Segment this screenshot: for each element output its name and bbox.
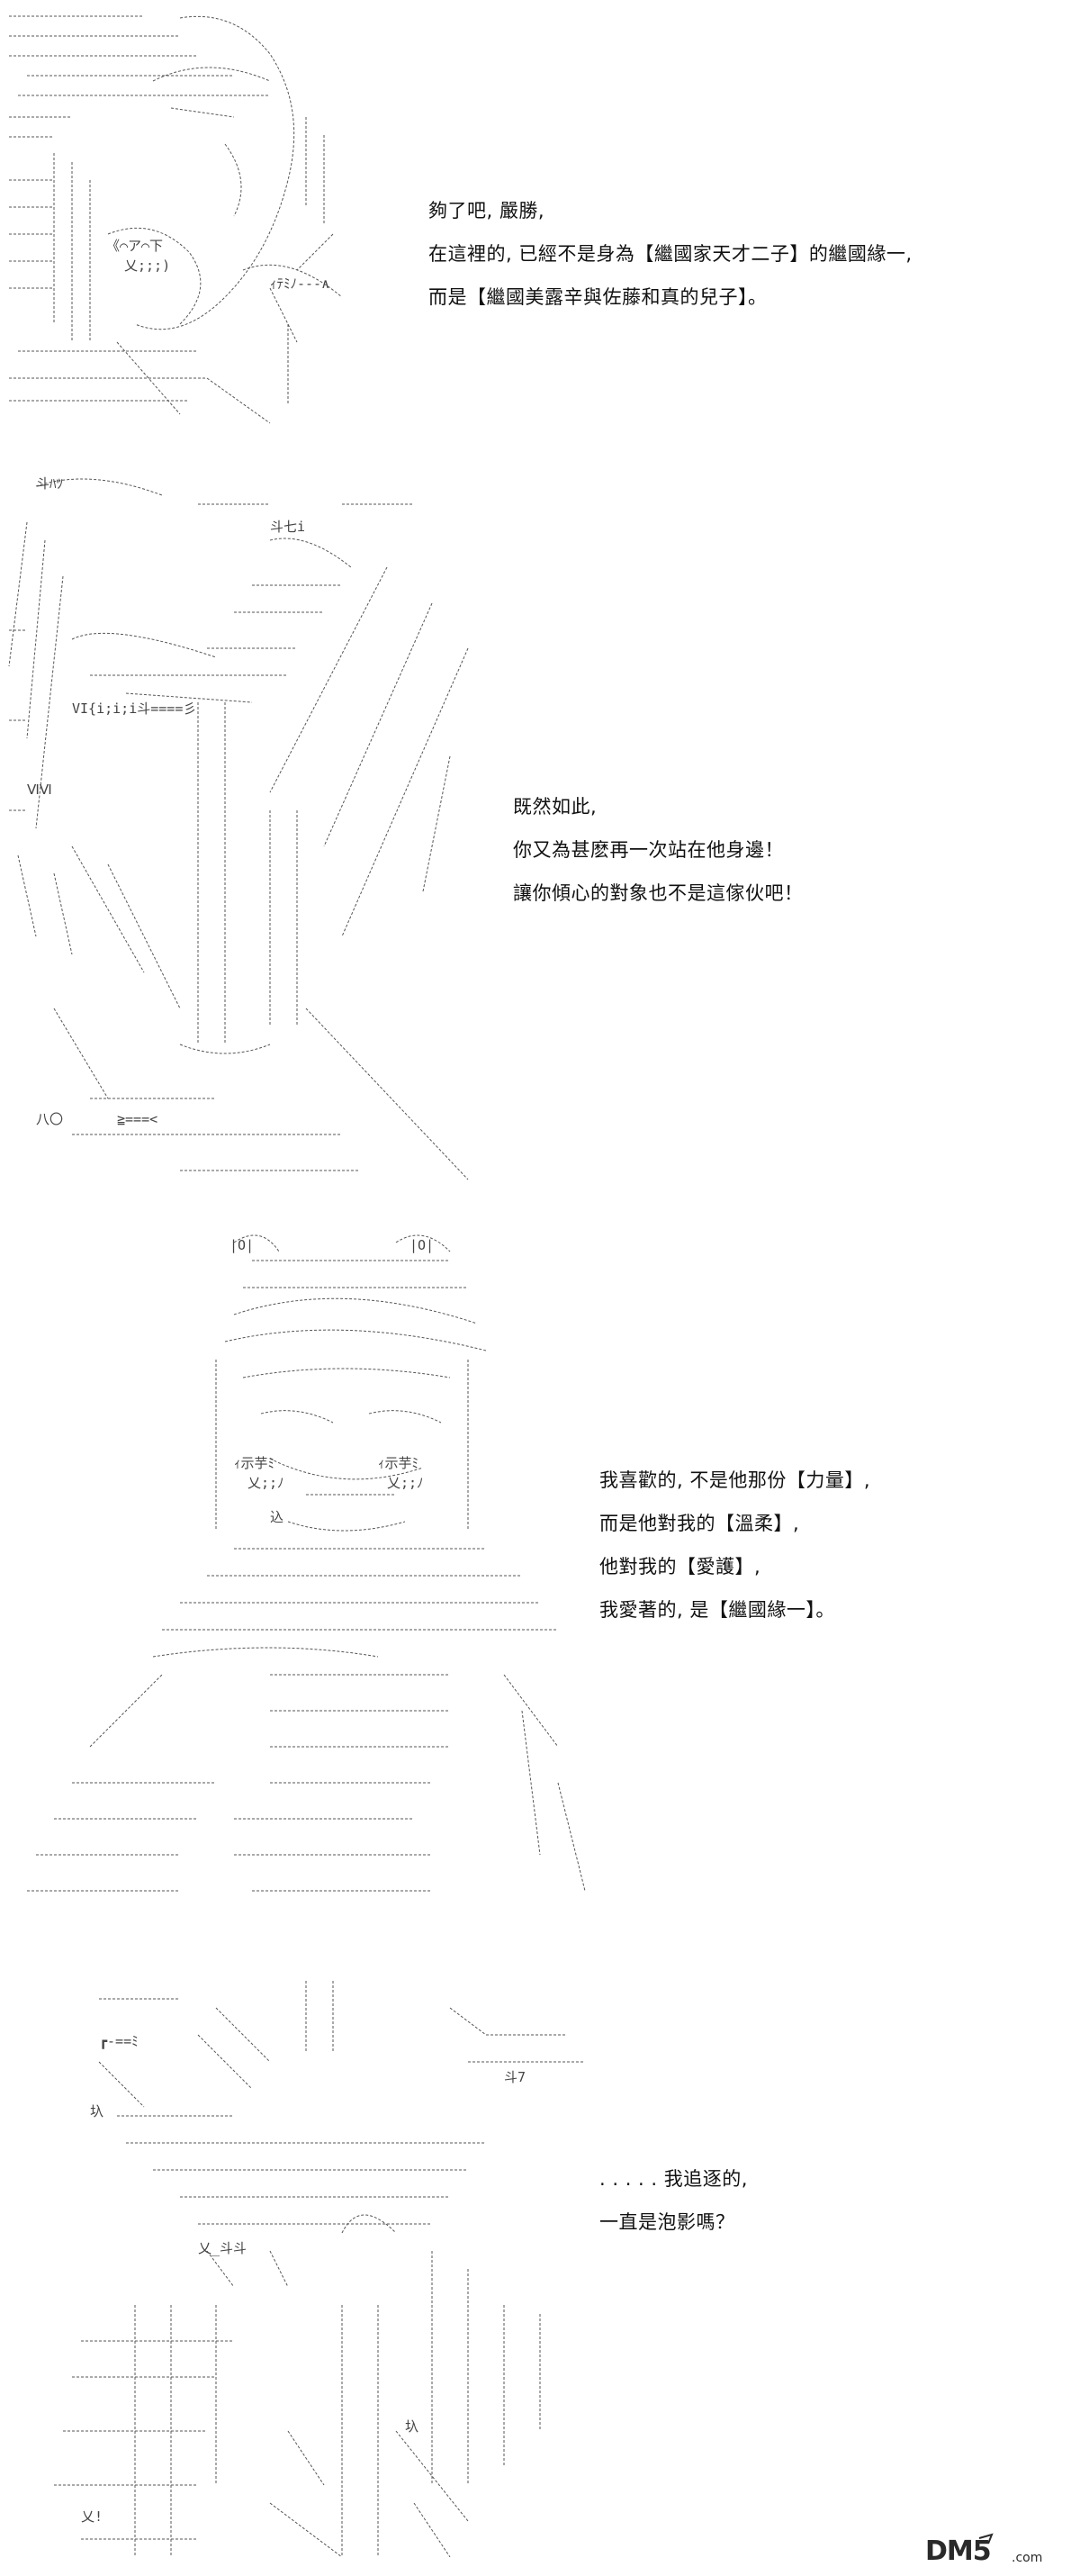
panel-2: 斗ﾊﾂ 斗七i VI{i;i;i斗====彡 ⅥⅥ 八〇 ≧===< 既然如此,…	[0, 468, 1080, 1207]
svg-text:ⅥⅥ: ⅥⅥ	[27, 782, 52, 798]
dialog-line: 他對我的【愛護】,	[599, 1556, 761, 1577]
ascii-art-drawing-2: 斗ﾊﾂ 斗七i VI{i;i;i斗====彡 ⅥⅥ 八〇 ≧===<	[8, 475, 469, 1180]
svg-text:┏‐==ﾐ: ┏‐==ﾐ	[99, 2033, 139, 2049]
svg-text:|O|: |O|	[410, 1237, 434, 1253]
svg-text:VI{i;i;i斗====彡: VI{i;i;i斗====彡	[72, 700, 196, 717]
svg-text:込: 込	[270, 1509, 284, 1525]
dialog-line: 而是他對我的【溫柔】,	[599, 1513, 800, 1534]
dm5-watermark-logo: DM5 .com	[925, 2533, 1069, 2569]
ascii-art-figure-1: 《⌒ア⌒下 乂;;;) ｨﾃﾐﾉ‐‐‐∧	[0, 0, 396, 450]
svg-text:圦: 圦	[405, 2418, 418, 2435]
svg-text:乂;;ﾉ: 乂;;ﾉ	[248, 1475, 284, 1491]
dialog-line: 讓你傾心的對象也不是這傢伙吧！	[513, 882, 804, 904]
ascii-art-drawing-3: |O| |O| ｨ示芋ﾐ ｨ示芋ﾐ 乂;;ﾉ 乂;;ﾉ 込	[27, 1234, 586, 1892]
svg-text:《⌒ア⌒下: 《⌒ア⌒下	[106, 238, 163, 254]
panel-3: |O| |O| ｨ示芋ﾐ ｨ示芋ﾐ 乂;;ﾉ 乂;;ﾉ 込 我喜歡的, 不是他那…	[0, 1207, 1080, 1927]
dialog-line: 一直是泡影嗎？	[599, 2211, 735, 2233]
ascii-art-figure-3: |O| |O| ｨ示芋ﾐ ｨ示芋ﾐ 乂;;ﾉ 乂;;ﾉ 込	[0, 1207, 594, 1909]
dialog-line: . . . . . 我追逐的,	[599, 2168, 748, 2190]
dialog-line: 你又為甚麽再一次站在他身邊！	[513, 839, 784, 861]
dialog-line: 而是【繼國美露辛與佐藤和真的兒子】。	[428, 286, 768, 308]
dialog-line: 夠了吧, 嚴勝,	[428, 200, 545, 221]
ascii-art-figure-2: 斗ﾊﾂ 斗七i VI{i;i;i斗====彡 ⅥⅥ 八〇 ≧===<	[0, 468, 504, 1189]
dm5-logo-icon: DM5 .com	[925, 2533, 1042, 2567]
svg-text:|O|: |O|	[230, 1237, 254, 1253]
svg-text:圦: 圦	[90, 2103, 104, 2120]
svg-text:ｨﾃﾐﾉ‐‐‐∧: ｨﾃﾐﾉ‐‐‐∧	[270, 276, 329, 292]
dialog-line: 既然如此,	[513, 796, 598, 818]
svg-text:≧===<: ≧===<	[117, 1111, 158, 1127]
ascii-art-drawing-4: ┏‐==ﾐ 圦 斗7 乂_斗斗 乂! 圦	[54, 1981, 585, 2557]
svg-text:乂_斗斗: 乂_斗斗	[198, 2240, 247, 2256]
svg-text:ｨ示芋ﾐ: ｨ示芋ﾐ	[234, 1455, 274, 1471]
svg-text:斗七i: 斗七i	[270, 519, 305, 535]
svg-text:斗ﾊﾂ: 斗ﾊﾂ	[36, 475, 63, 492]
panel-1: 《⌒ア⌒下 乂;;;) ｨﾃﾐﾉ‐‐‐∧ 夠了吧, 嚴勝, 在這裡的, 已經不是…	[0, 0, 1080, 468]
svg-text:乂!: 乂!	[81, 2508, 103, 2525]
svg-text:乂;;ﾉ: 乂;;ﾉ	[387, 1475, 424, 1491]
svg-text:乂;;;): 乂;;;)	[124, 258, 170, 274]
dialog-4: . . . . . 我追逐的, 一直是泡影嗎？	[599, 2157, 748, 2244]
ascii-art-drawing-1: 《⌒ア⌒下 乂;;;) ｨﾃﾐﾉ‐‐‐∧	[9, 15, 343, 424]
svg-text:ｨ示芋ﾐ: ｨ示芋ﾐ	[378, 1455, 418, 1471]
dialog-line: 我喜歡的, 不是他那份【力量】,	[599, 1469, 871, 1491]
dialog-line: 我愛著的, 是【繼國緣一】。	[599, 1599, 835, 1621]
ascii-art-figure-4: ┏‐==ﾐ 圦 斗7 乂_斗斗 乂! 圦	[0, 1927, 594, 2557]
svg-text:八〇: 八〇	[36, 1111, 63, 1127]
dialog-line: 在這裡的, 已經不是身為【繼國家天才二子】的繼國緣一,	[428, 243, 913, 265]
watermark-suffix: .com	[1012, 2551, 1042, 2565]
dialog-3: 我喜歡的, 不是他那份【力量】, 而是他對我的【溫柔】, 他對我的【愛護】, 我…	[599, 1459, 870, 1631]
dialog-2: 既然如此, 你又為甚麽再一次站在他身邊！ 讓你傾心的對象也不是這傢伙吧！	[513, 785, 804, 915]
watermark-text: DM5	[925, 2535, 991, 2567]
dialog-1: 夠了吧, 嚴勝, 在這裡的, 已經不是身為【繼國家天才二子】的繼國緣一, 而是【…	[428, 189, 913, 319]
svg-text:斗7: 斗7	[504, 2069, 526, 2085]
panel-4: ┏‐==ﾐ 圦 斗7 乂_斗斗 乂! 圦 . . . . . 我追逐的, 一直是…	[0, 1927, 1080, 2576]
